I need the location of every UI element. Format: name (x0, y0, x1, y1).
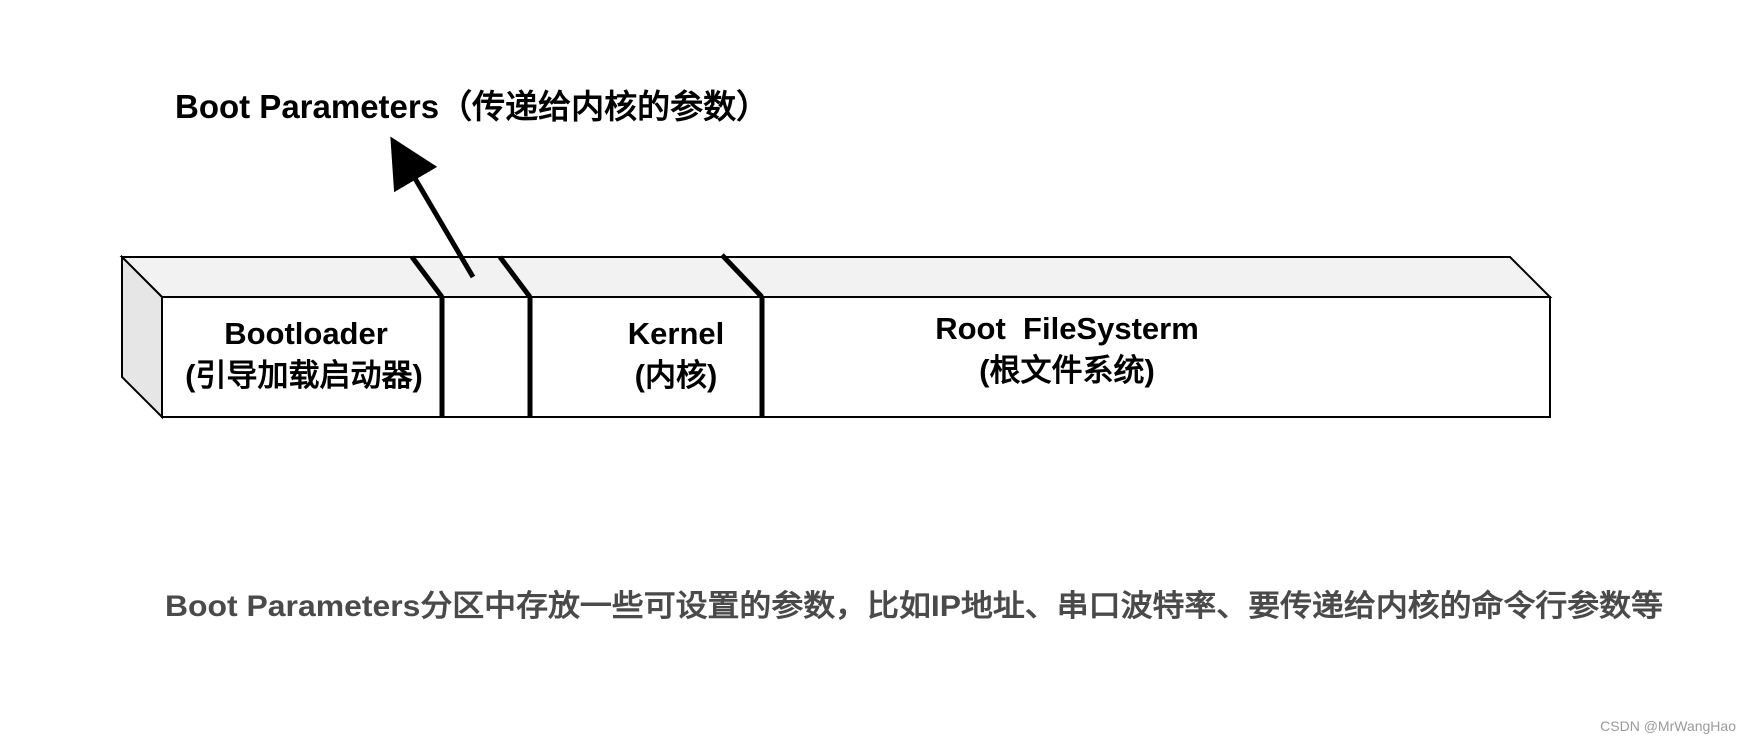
kernel-label: Kernel (628, 316, 724, 351)
root-filesystem-label: Root FileSysterm (935, 311, 1199, 346)
storage-bar-front-face (161, 296, 1551, 418)
kernel-sublabel: (内核) (635, 358, 718, 393)
bootloader-label: Bootloader (224, 316, 388, 351)
boot-parameters-arrow (390, 136, 476, 279)
storage-bar-top-face (119, 256, 1553, 298)
bootloader-sublabel: (引导加载启动器) (185, 358, 423, 393)
csdn-watermark: CSDN @MrWangHao (1600, 718, 1736, 734)
partition-divider-3 (720, 253, 765, 417)
partition-divider-1 (410, 255, 445, 417)
root-filesystem-sublabel: (根文件系统) (979, 353, 1155, 388)
description-caption: Boot Parameters分区中存放一些可设置的参数，比如IP地址、串口波特… (165, 589, 1663, 623)
boot-parameters-title: Boot Parameters（传递给内核的参数） (175, 88, 769, 125)
partition-divider-2 (498, 255, 533, 417)
